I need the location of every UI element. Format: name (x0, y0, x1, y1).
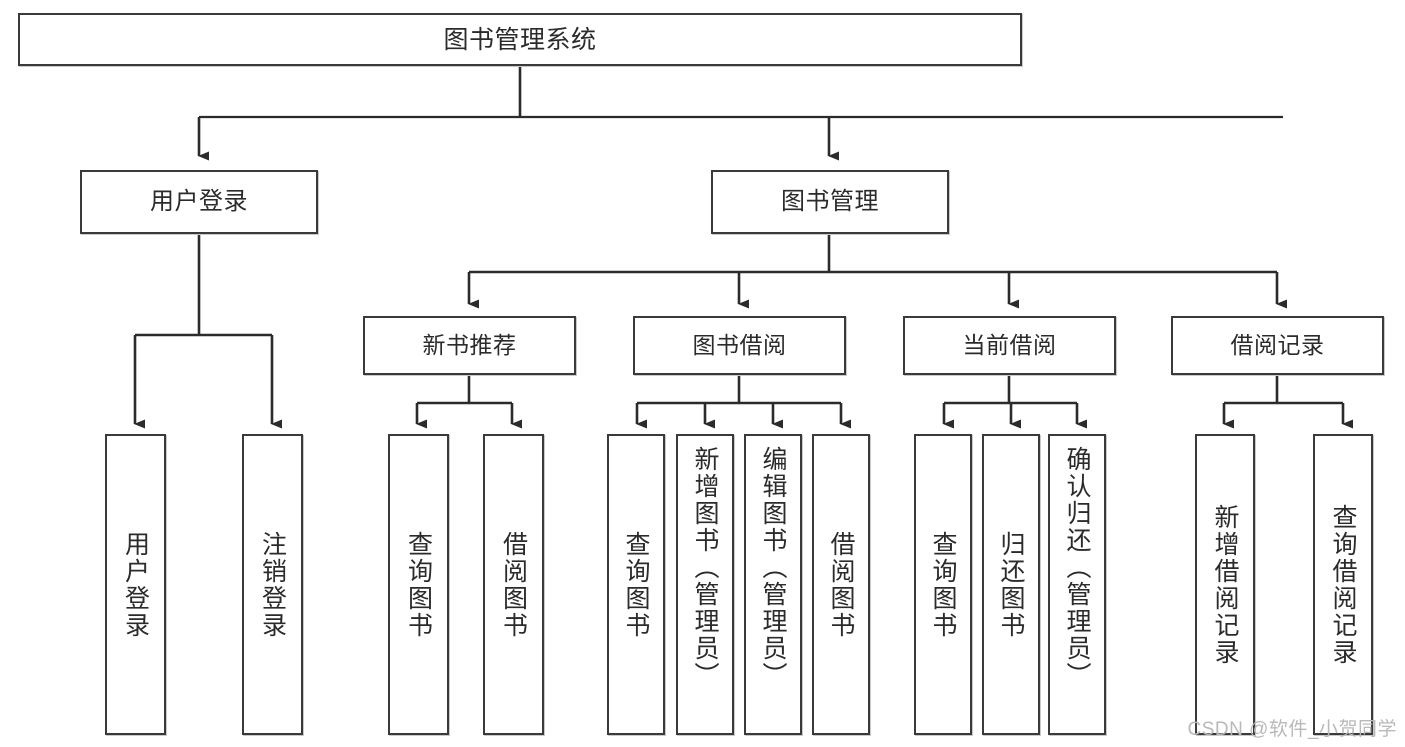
node-label: 查询图书 (622, 530, 650, 639)
node-label: 归还图书 (997, 530, 1025, 639)
leaf-new-book-borrow-book[interactable]: 借阅图书 (483, 434, 544, 735)
node-book-borrow[interactable]: 图书借阅 (633, 316, 846, 375)
leaf-user-login-logout[interactable]: 注销登录 (242, 434, 303, 735)
node-borrow-record[interactable]: 借阅记录 (1171, 316, 1384, 375)
node-new-book-recommend[interactable]: 新书推荐 (363, 316, 576, 375)
node-label: 注销登录 (258, 530, 287, 639)
leaf-borrow-record-query-record[interactable]: 查询借阅记录 (1313, 434, 1373, 735)
node-label: 图书借阅 (692, 331, 787, 358)
node-label: 查询图书 (404, 530, 433, 639)
node-label: 编辑图书（管理员） (759, 446, 787, 689)
node-label: 查询图书 (929, 530, 957, 639)
node-label: 用户登录 (150, 187, 248, 215)
node-label: 图书管理系统 (443, 25, 597, 54)
node-label: 当前借阅 (962, 331, 1057, 358)
node-user-login[interactable]: 用户登录 (80, 170, 318, 234)
node-label: 借阅图书 (499, 530, 528, 639)
node-label: 新书推荐 (422, 331, 517, 358)
node-label: 新增借阅记录 (1211, 503, 1239, 666)
leaf-borrow-record-add-record[interactable]: 新增借阅记录 (1195, 434, 1255, 735)
leaf-book-borrow-query-book[interactable]: 查询图书 (607, 434, 665, 735)
node-label: 查询借阅记录 (1329, 503, 1357, 666)
leaf-book-borrow-borrow-book[interactable]: 借阅图书 (812, 434, 870, 735)
node-book-manage[interactable]: 图书管理 (711, 170, 949, 234)
node-current-borrow[interactable]: 当前借阅 (903, 316, 1116, 375)
leaf-user-login-login[interactable]: 用户登录 (105, 434, 166, 735)
leaf-current-borrow-confirm-return[interactable]: 确认归还（管理员） (1048, 434, 1106, 735)
node-label: 确认归还（管理员） (1063, 446, 1091, 689)
leaf-new-book-query-book[interactable]: 查询图书 (388, 434, 449, 735)
node-label: 借阅图书 (827, 530, 855, 639)
leaf-current-borrow-return-book[interactable]: 归还图书 (982, 434, 1040, 735)
csdn-watermark: CSDN @软件_小贺同学 (1187, 719, 1397, 740)
node-label: 图书管理 (781, 187, 879, 215)
leaf-book-borrow-edit-book[interactable]: 编辑图书（管理员） (744, 434, 802, 735)
node-label: 用户登录 (121, 530, 150, 639)
leaf-current-borrow-query-book[interactable]: 查询图书 (914, 434, 972, 735)
node-book-management-system[interactable]: 图书管理系统 (18, 13, 1022, 66)
node-label: 借阅记录 (1230, 331, 1325, 358)
node-label: 新增图书（管理员） (691, 446, 719, 689)
leaf-book-borrow-add-book[interactable]: 新增图书（管理员） (676, 434, 734, 735)
